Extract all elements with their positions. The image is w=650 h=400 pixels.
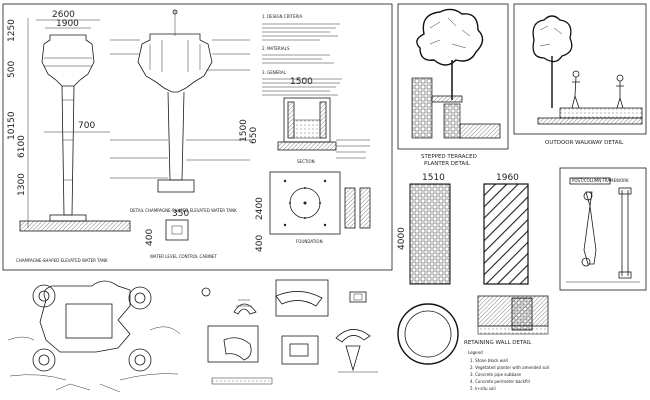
foundation-outline	[269, 171, 341, 235]
detail-tank-shaft	[167, 91, 185, 181]
notes-heading-3: 3. GENERAL	[262, 70, 287, 75]
foundation-title: FOUNDATION	[296, 239, 323, 244]
plaza-center	[65, 303, 113, 339]
planter-title-2: PLANTER DETAIL	[424, 161, 471, 167]
dim-1300: 1300	[17, 173, 27, 196]
foundation-plan: 2400 FOUNDATION	[255, 171, 371, 244]
tank-bowl	[41, 34, 95, 87]
legend-heading: Legend	[468, 350, 483, 355]
tank-elevation-drawing: 1250 500 10150 6100 1300 2600 1900 700 C…	[7, 10, 131, 263]
cabinet-dim-top: 1500	[290, 77, 313, 87]
legend-item-1: 1. Stone block wall	[470, 358, 508, 363]
tank-bands	[44, 57, 92, 67]
cabinet-plan-dim: 350	[172, 209, 189, 219]
panel-left-width: 1510	[422, 173, 445, 183]
walkway-slab	[559, 107, 643, 119]
legend-item-5: 5. In-situ soil	[470, 386, 496, 391]
round-bench	[397, 303, 459, 365]
cabinet-title: WATER LEVEL CONTROL CABINET	[150, 254, 217, 259]
leader-lines	[110, 39, 250, 179]
cabinet-plan-box	[165, 219, 189, 241]
tank-shaft	[61, 85, 75, 216]
walkway-frame	[513, 3, 647, 135]
post-detail: POST/COLUMN FRAMEWORK	[559, 167, 647, 291]
vertical-dimensions: 1250 500 10150 6100 1300	[7, 19, 27, 196]
dim-10150: 10150	[7, 111, 17, 140]
foundation-dim-main: 2400	[255, 197, 265, 220]
tank-section-drawing: DETAIL CHAMPAGNE-SHAPED ELEVATED WATER T…	[110, 9, 250, 213]
legend-item-3: 3. Concrete pipe subbase	[470, 372, 522, 377]
retaining-wall-detail: RETAINING WALL DETAIL Legend 1. Stone bl…	[464, 295, 549, 391]
panel-grid	[409, 183, 451, 285]
foundation-dim-400: 400	[255, 235, 265, 252]
dim-1250: 1250	[7, 19, 17, 42]
planter-detail: STEPPED TERRACED PLANTER DETAIL	[397, 3, 509, 167]
tank-base	[49, 214, 87, 222]
panel-diagonal	[483, 183, 529, 285]
lattice-panels: 1510 4000 1960	[397, 173, 529, 285]
dim-6100: 6100	[17, 135, 27, 158]
misc-details	[201, 279, 378, 385]
notes-heading-1: 1. DESIGN CRITERIA	[262, 14, 302, 19]
planter-tree	[416, 8, 484, 100]
walkway-title: OUTDOOR WALKWAY DETAIL	[545, 140, 624, 146]
water-tank-sheet: 1250 500 10150 6100 1300 2600 1900 700 C…	[2, 3, 393, 271]
post-frame	[559, 167, 647, 291]
panel-right-width: 1960	[496, 173, 519, 183]
legend-item-4: 4. Concrete perimeter backfill	[470, 379, 530, 384]
planter-title-1: STEPPED TERRACED	[421, 154, 477, 160]
cabinet-plan: 350 400 400 WATER LEVEL CONTROL CABINET	[145, 209, 265, 259]
notes-heading-2: 2. MATERIALS	[262, 46, 290, 51]
detail-tank-bowl	[137, 33, 213, 93]
cabinet-dim-side: 1500	[239, 119, 249, 142]
dim-700: 700	[78, 121, 95, 131]
dim-1900: 1900	[56, 19, 79, 29]
detail-tank-title: DETAIL CHAMPAGNE-SHAPED ELEVATED WATER T…	[130, 208, 237, 213]
planter-frame	[397, 3, 509, 150]
valve-cabinet-section: 1500 1500 650 SECTION	[239, 77, 370, 164]
dim-2600: 2600	[52, 10, 75, 20]
detail-tank-base	[157, 179, 195, 193]
panel-height: 4000	[397, 227, 407, 250]
legend-item-2: 2. Vegetated planter with amended soil	[470, 365, 549, 370]
retaining-title: RETAINING WALL DETAIL	[464, 340, 532, 346]
general-notes: 1. DESIGN CRITERIA 2. MATERIALS 3. GENER…	[262, 14, 342, 96]
cabinet-section-label: SECTION	[297, 159, 315, 164]
sheet-border	[2, 3, 393, 271]
cabinet-plan-dim-v: 400	[145, 229, 155, 246]
walkway-detail: OUTDOOR WALKWAY DETAIL	[513, 3, 647, 146]
post-column	[583, 191, 597, 265]
site-plan	[7, 280, 181, 393]
planter-wall	[411, 77, 433, 139]
ground-hatch	[19, 220, 131, 232]
walkway-people	[571, 70, 624, 109]
post-title: POST/COLUMN FRAMEWORK	[572, 178, 629, 183]
cabinet-dim-small: 650	[249, 127, 259, 144]
plaza-outline	[39, 280, 131, 353]
dim-500: 500	[7, 61, 17, 78]
tank-title: CHAMPAGNE-SHAPED ELEVATED WATER TANK	[16, 258, 108, 263]
